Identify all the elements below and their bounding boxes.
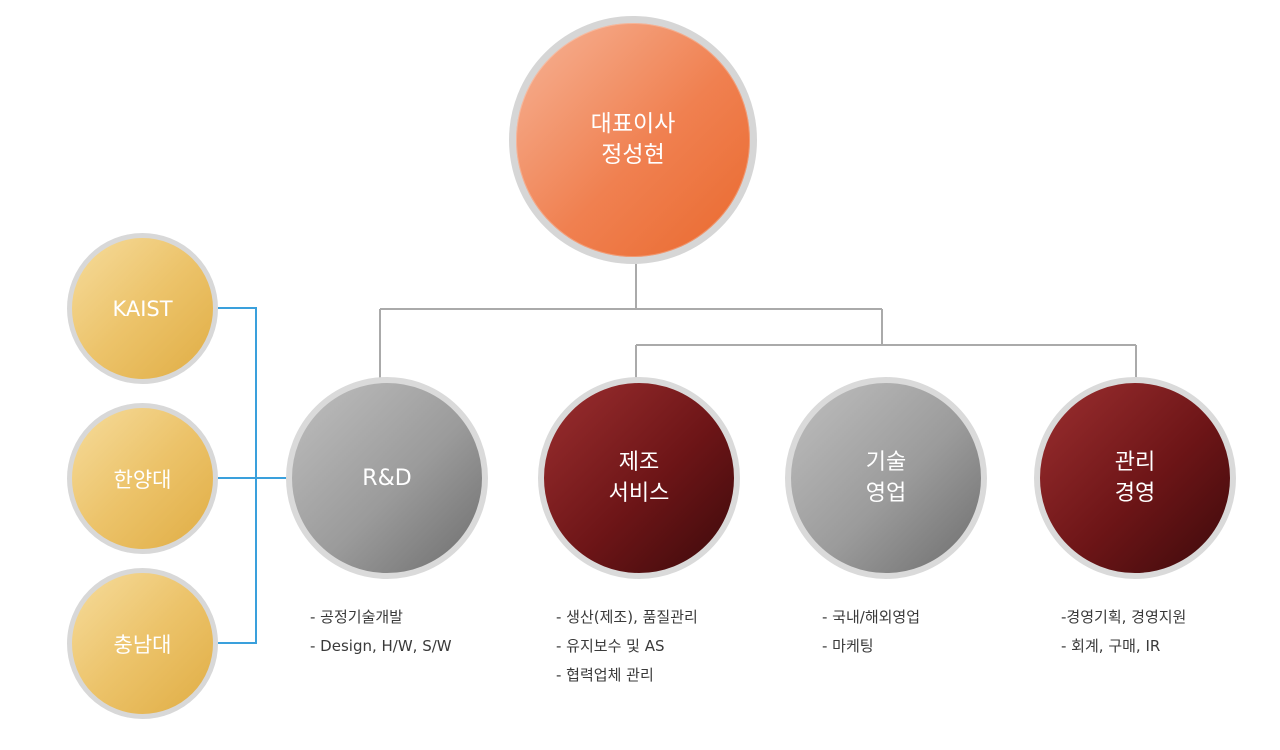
partner-chungnam-node: 충남대 bbox=[67, 568, 218, 719]
dept-management-line1: 관리 bbox=[1114, 450, 1156, 475]
duty-item: -경영기획, 경영지원 bbox=[1061, 608, 1187, 626]
duty-item: - 국내/해외영업 bbox=[822, 608, 921, 626]
partner-kaist-label: KAIST bbox=[112, 296, 173, 321]
dept-management-line2: 경영 bbox=[1114, 481, 1156, 506]
dept-rnd-label: R&D bbox=[362, 465, 412, 491]
duty-item: - Design, H/W, S/W bbox=[310, 637, 452, 655]
duty-item: - 협력업체 관리 bbox=[556, 666, 654, 684]
tech-sales-duties-list: - 국내/해외영업 - 마케팅 bbox=[822, 603, 920, 661]
dept-tech-sales-node: 기술 영업 bbox=[785, 377, 987, 579]
duty-item: - 공정기술개발 bbox=[310, 608, 403, 626]
dept-rnd-node: R&D bbox=[286, 377, 488, 579]
duty-item: - 회계, 구매, IR bbox=[1061, 637, 1161, 655]
ceo-title: 대표이사 bbox=[590, 111, 676, 137]
dept-tech-sales-line1: 기술 bbox=[865, 450, 907, 475]
partner-kaist-node: KAIST bbox=[67, 233, 218, 384]
dept-manufacturing-line1: 제조 bbox=[618, 450, 660, 475]
dept-management-node: 관리 경영 bbox=[1034, 377, 1236, 579]
dept-manufacturing-line2: 서비스 bbox=[608, 481, 670, 506]
management-duties-list: -경영기획, 경영지원 - 회계, 구매, IR bbox=[1061, 603, 1186, 661]
dept-manufacturing-service-node: 제조 서비스 bbox=[538, 377, 740, 579]
partner-hanyang-node: 한양대 bbox=[67, 403, 218, 554]
manufacturing-duties-list: - 생산(제조), 품질관리 - 유지보수 및 AS - 협력업체 관리 bbox=[556, 603, 698, 690]
ceo-node: 대표이사 정성현 bbox=[509, 16, 757, 264]
dept-tech-sales-line2: 영업 bbox=[865, 481, 907, 506]
partner-hanyang-label: 한양대 bbox=[113, 467, 172, 492]
ceo-name: 정성현 bbox=[601, 142, 665, 168]
rnd-duties-list: - 공정기술개발 - Design, H/W, S/W bbox=[310, 603, 452, 661]
sales-management-branch bbox=[635, 344, 1137, 378]
duty-item: - 마케팅 bbox=[822, 637, 874, 655]
partner-chungnam-label: 충남대 bbox=[113, 632, 172, 657]
partner-connector bbox=[218, 307, 288, 644]
rnd-manufacturing-branch bbox=[379, 308, 883, 378]
duty-item: - 유지보수 및 AS bbox=[556, 637, 665, 655]
duty-item: - 생산(제조), 품질관리 bbox=[556, 608, 698, 626]
